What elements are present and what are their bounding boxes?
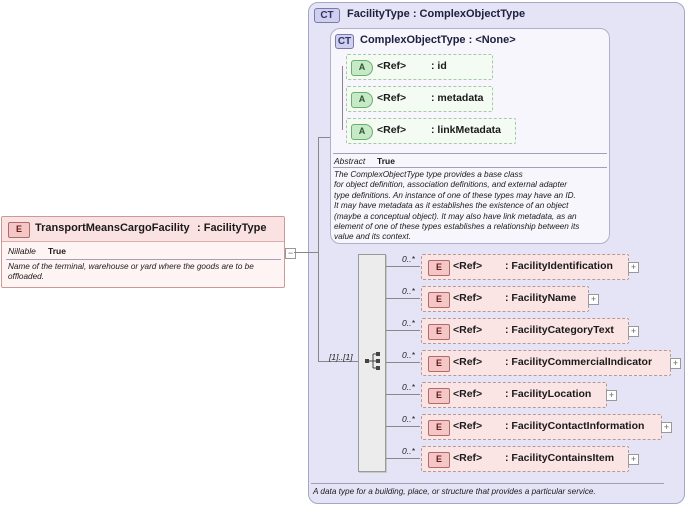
attribute-badge-icon: A — [351, 60, 373, 76]
base-type-divider-2 — [333, 167, 607, 168]
base-type-doc: The ComplexObjectType type provides a ba… — [334, 170, 608, 243]
element-facilitycontactinformation[interactable]: E <Ref> : FacilityContactInformation — [421, 414, 662, 440]
expand-icon[interactable]: + — [661, 422, 672, 433]
complex-type-doc: A data type for a building, place, or st… — [313, 487, 596, 496]
element-ref: <Ref> — [453, 324, 483, 336]
attribute-linkmetadata[interactable]: A <Ref> : linkMetadata — [346, 118, 516, 144]
attribute-badge-icon: A — [351, 92, 373, 108]
element-name: : FacilityCommercialIndicator — [505, 356, 653, 368]
complex-type-divider — [311, 483, 664, 484]
nillable-value: True — [48, 246, 66, 256]
attribute-ref: <Ref> — [377, 60, 407, 72]
element-facilitycontainsitem[interactable]: E <Ref> : FacilityContainsItem — [421, 446, 629, 472]
element-badge-icon: E — [428, 324, 450, 340]
element-cardinality: 0..* — [402, 286, 415, 296]
element-facilitylocation[interactable]: E <Ref> : FacilityLocation — [421, 382, 607, 408]
element-cardinality: 0..* — [402, 254, 415, 264]
attribute-metadata[interactable]: A <Ref> : metadata — [346, 86, 493, 112]
element-cardinality: 0..* — [402, 414, 415, 424]
expand-icon[interactable]: + — [628, 326, 639, 337]
complex-type-badge-icon: CT — [314, 8, 340, 23]
element-cardinality: 0..* — [402, 350, 415, 360]
doc-line: value and its context. — [334, 232, 411, 242]
attribute-name: : linkMetadata — [431, 124, 502, 136]
element-facilityname[interactable]: E <Ref> : FacilityName — [421, 286, 589, 312]
attributes-connector-line — [342, 66, 343, 130]
expand-icon[interactable]: + — [588, 294, 599, 305]
abstract-label: Abstract — [334, 156, 366, 166]
branch-line — [386, 394, 420, 395]
doc-line: for object definition, association defin… — [334, 180, 568, 190]
sequence-bar[interactable] — [358, 254, 386, 472]
element-name: : FacilityCategoryText — [505, 324, 614, 336]
element-ref: <Ref> — [453, 292, 483, 304]
attribute-name: : metadata — [431, 92, 484, 104]
element-name: : FacilityLocation — [505, 388, 592, 400]
element-ref: <Ref> — [453, 388, 483, 400]
element-ref: <Ref> — [453, 452, 483, 464]
branch-line — [386, 298, 420, 299]
doc-line: type definitions. An instance of one of … — [334, 190, 576, 200]
expand-icon[interactable]: + — [606, 390, 617, 401]
element-badge-icon: E — [428, 452, 450, 468]
branch-line — [386, 362, 420, 363]
attribute-badge-icon: A — [351, 124, 373, 140]
element-ref: <Ref> — [453, 420, 483, 432]
main-element-doc: Name of the terminal, warehouse or yard … — [8, 262, 254, 282]
element-ref: <Ref> — [453, 356, 483, 368]
element-facilityidentification[interactable]: E <Ref> : FacilityIdentification — [421, 254, 629, 280]
element-cardinality: 0..* — [402, 446, 415, 456]
element-cardinality: 0..* — [402, 382, 415, 392]
main-element-divider — [6, 259, 281, 260]
main-element-header: E TransportMeansCargoFacility : Facility… — [2, 217, 284, 242]
main-element-collapse-icon[interactable]: − — [285, 248, 296, 259]
expand-icon[interactable]: + — [628, 454, 639, 465]
sequence-icon — [365, 352, 380, 370]
sequence-cardinality: [1]..[1] — [329, 352, 353, 362]
element-name: : FacilityContainsItem — [505, 452, 615, 464]
branch-line — [386, 330, 420, 331]
main-element-type: : FacilityType — [197, 222, 267, 234]
branch-line — [386, 458, 420, 459]
attribute-ref: <Ref> — [377, 92, 407, 104]
element-name: : FacilityIdentification — [505, 260, 613, 272]
element-cardinality: 0..* — [402, 318, 415, 328]
base-type-title: ComplexObjectType : <None> — [360, 34, 516, 46]
element-badge-icon: E — [8, 222, 30, 238]
doc-line: element of one of these types establishe… — [334, 222, 580, 232]
element-facilitycommercialindicator[interactable]: E <Ref> : FacilityCommercialIndicator — [421, 350, 671, 376]
element-name: : FacilityContactInformation — [505, 420, 645, 432]
doc-line: (maybe a conceptual object). It may also… — [334, 211, 577, 221]
element-badge-icon: E — [428, 260, 450, 276]
doc-line: It may have metadata as it establishes t… — [334, 201, 569, 211]
complex-type-title: FacilityType : ComplexObjectType — [347, 8, 526, 20]
element-badge-icon: E — [428, 420, 450, 436]
expand-icon[interactable]: + — [670, 358, 681, 369]
base-type-divider — [333, 153, 607, 154]
main-element-box[interactable]: E TransportMeansCargoFacility : Facility… — [1, 216, 285, 288]
base-type-badge-icon: CT — [335, 34, 354, 49]
element-name: : FacilityName — [505, 292, 577, 304]
expand-icon[interactable]: + — [628, 262, 639, 273]
main-element-title: TransportMeansCargoFacility — [35, 222, 190, 234]
connector-main-to-type — [294, 252, 318, 253]
element-ref: <Ref> — [453, 260, 483, 272]
nillable-label: Nillable — [8, 246, 36, 256]
attribute-name: : id — [431, 60, 447, 72]
connector-to-sequence — [318, 361, 358, 362]
element-facilitycategorytext[interactable]: E <Ref> : FacilityCategoryText — [421, 318, 629, 344]
doc-line: The ComplexObjectType type provides a ba… — [334, 170, 523, 179]
abstract-value: True — [377, 156, 395, 166]
branch-line — [386, 426, 420, 427]
attribute-id[interactable]: A <Ref> : id — [346, 54, 493, 80]
element-badge-icon: E — [428, 292, 450, 308]
attribute-ref: <Ref> — [377, 124, 407, 136]
element-badge-icon: E — [428, 356, 450, 372]
branch-line — [386, 266, 420, 267]
connector-vertical-trunk — [318, 137, 319, 361]
element-badge-icon: E — [428, 388, 450, 404]
